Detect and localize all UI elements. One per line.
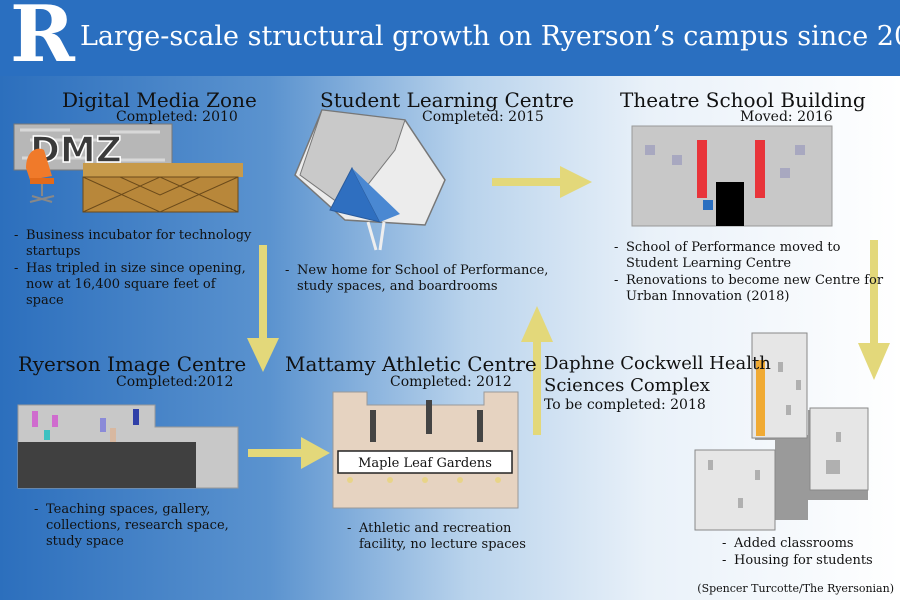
dmz-bullets: Business incubator for technology startu… (14, 228, 254, 310)
dmz-illustration: DMZ (13, 123, 243, 213)
ric-bullets: Teaching spaces, gallery, collections, r… (34, 502, 249, 551)
mac-illustration: Maple Leaf Gardens (332, 391, 519, 509)
mac-bullets: Athletic and recreation facility, no lec… (347, 521, 547, 554)
dmz-status: Completed: 2010 (116, 109, 238, 125)
maple-leaf-gardens-sign: Maple Leaf Gardens (358, 456, 492, 471)
list-item: Added classrooms (722, 536, 887, 552)
list-item: Housing for students (722, 553, 887, 569)
arrow-dmz-to-ric (247, 245, 279, 372)
slc-bullets: New home for School of Performance, stud… (285, 263, 550, 296)
ryerson-logo: R (10, 0, 75, 80)
ric-illustration (17, 404, 239, 489)
desk-illustration (82, 163, 243, 213)
list-item: Business incubator for technology startu… (14, 228, 254, 260)
ric-status: Completed:2012 (116, 374, 234, 390)
theatre-illustration (631, 125, 833, 227)
daphne-illustration (694, 332, 869, 531)
list-item: New home for School of Performance, stud… (285, 263, 550, 295)
theatre-bullets: School of Performance moved to Student L… (614, 240, 894, 306)
photo-credit: (Spencer Turcotte/The Ryersonian) (697, 582, 894, 595)
daphne-status: To be completed: 2018 (544, 397, 706, 413)
slc-status: Completed: 2015 (422, 109, 544, 125)
list-item: Athletic and recreation facility, no lec… (347, 521, 547, 553)
list-item: Renovations to become new Centre for Urb… (614, 273, 894, 305)
arrow-mac-to-slc (521, 306, 553, 435)
theatre-name: Theatre School Building (620, 88, 866, 112)
page-title: Large-scale structural growth on Ryerson… (80, 21, 900, 52)
theatre-status: Moved: 2016 (740, 109, 833, 125)
mac-name: Mattamy Athletic Centre (285, 352, 537, 376)
chair-icon (26, 148, 55, 203)
list-item: School of Performance moved to Student L… (614, 240, 894, 272)
mac-status: Completed: 2012 (390, 374, 512, 390)
ric-name: Ryerson Image Centre (18, 352, 247, 376)
list-item: Has tripled in size since opening, now a… (14, 261, 254, 309)
arrow-slc-to-theatre (492, 166, 592, 198)
arrow-ric-to-mac (248, 437, 330, 469)
dmz-name: Digital Media Zone (62, 88, 257, 112)
slc-name: Student Learning Centre (320, 88, 574, 112)
header-bar: R Large-scale structural growth on Ryers… (0, 0, 900, 80)
slc-illustration (294, 109, 446, 251)
daphne-name-line2: Sciences Complex (544, 375, 710, 396)
daphne-name-line1: Daphne Cockwell Health (544, 353, 771, 374)
list-item: Teaching spaces, gallery, collections, r… (34, 502, 249, 550)
daphne-bullets: Added classrooms Housing for students (722, 536, 887, 570)
